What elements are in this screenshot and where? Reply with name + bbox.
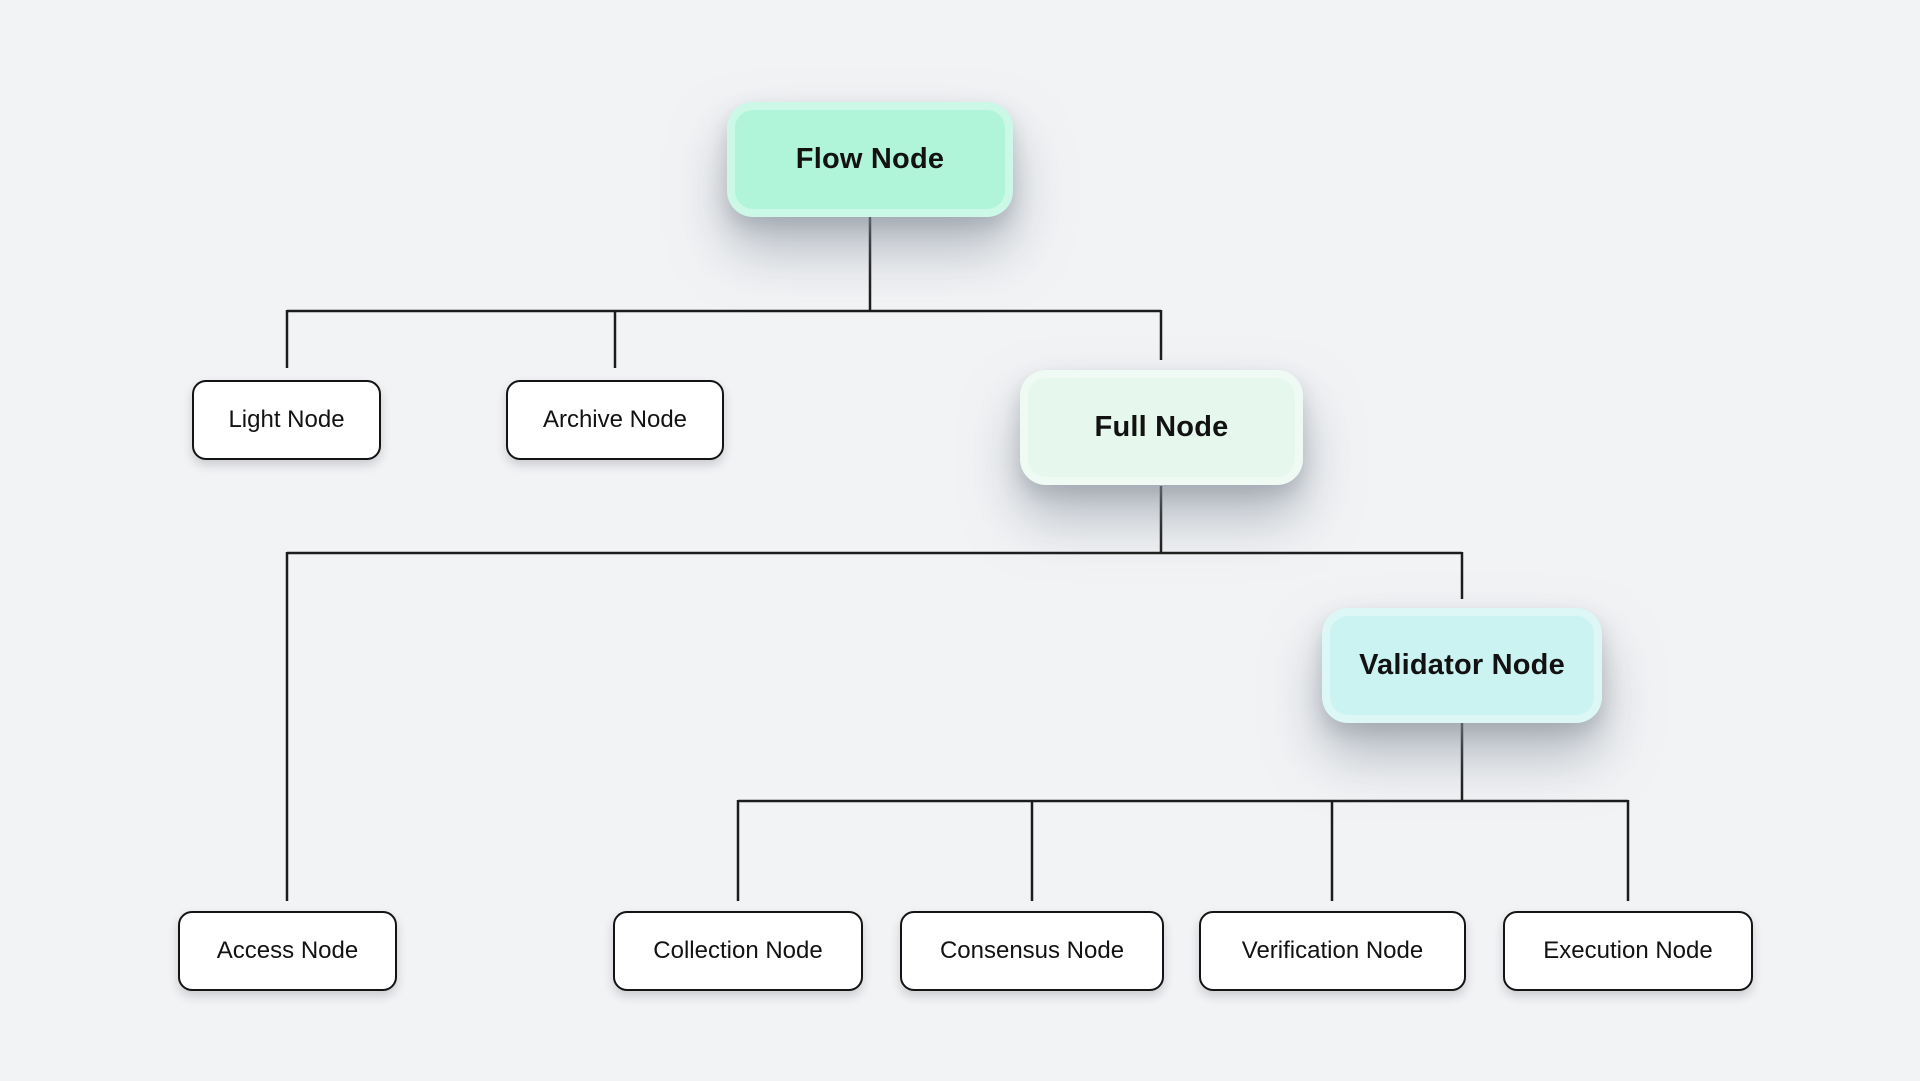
node-light-label: Light Node [228,406,345,433]
node-collection: Collection Node [613,911,863,991]
node-collection-label: Collection Node [653,937,823,964]
node-flow: Flow Node [727,102,1013,217]
node-validator: Validator Node [1322,608,1602,723]
node-execution-label: Execution Node [1543,937,1713,964]
node-archive-label: Archive Node [542,406,688,433]
node-consensus-label: Consensus Node [939,937,1125,964]
node-validator-label: Validator Node [1359,649,1565,681]
node-full: Full Node [1020,370,1303,485]
node-archive: Archive Node [506,380,724,460]
node-access-label: Access Node [216,937,359,964]
node-access: Access Node [178,911,397,991]
node-light: Light Node [192,380,381,460]
node-verification-label: Verification Node [1241,937,1424,964]
node-flow-label: Flow Node [795,143,945,175]
node-verification: Verification Node [1199,911,1466,991]
node-execution: Execution Node [1503,911,1753,991]
node-full-label: Full Node [1094,411,1229,443]
node-consensus: Consensus Node [900,911,1164,991]
